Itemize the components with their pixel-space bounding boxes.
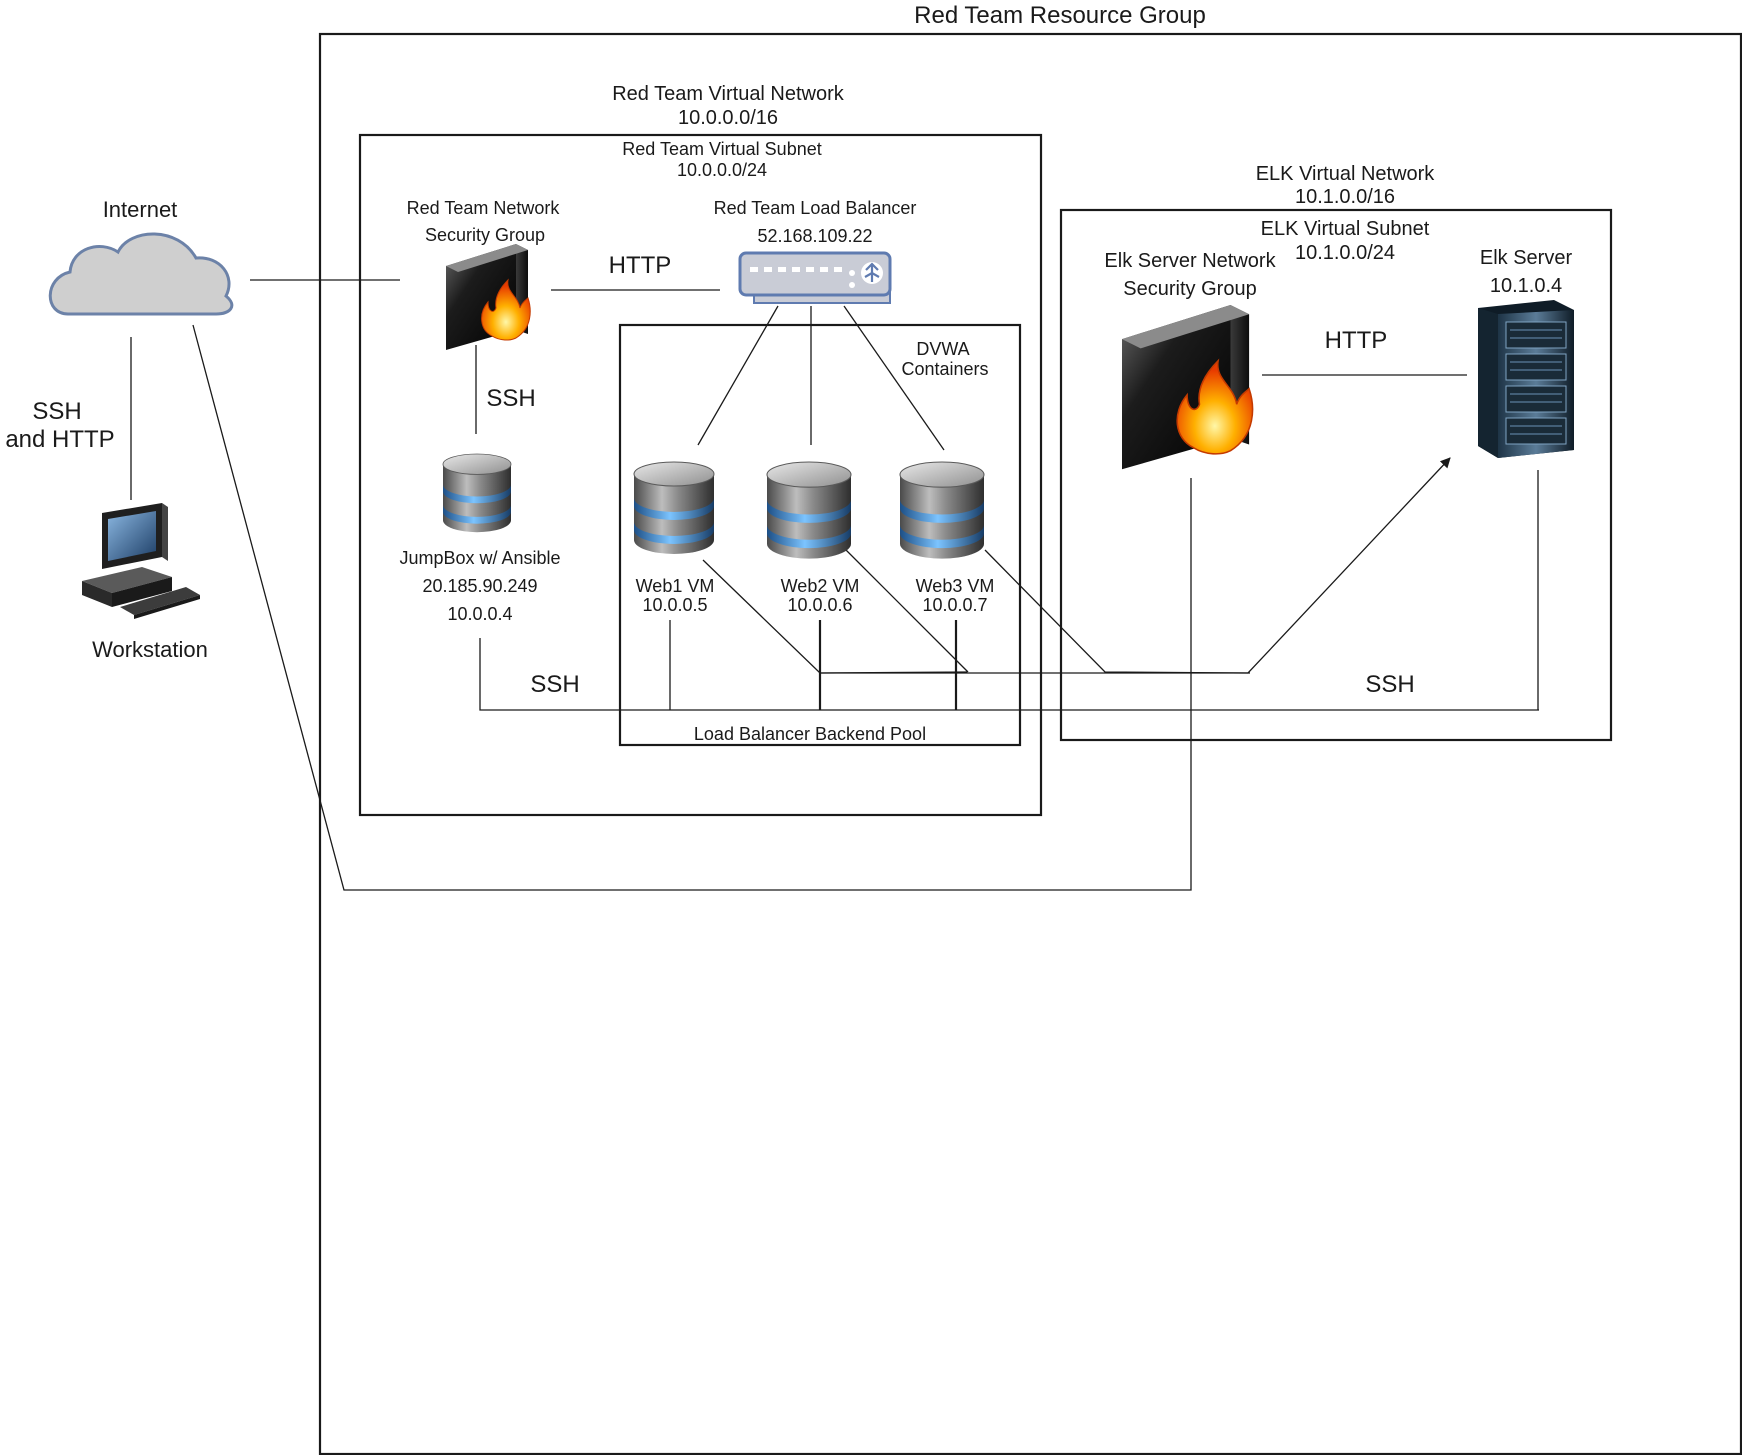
jumpbox-public-ip: 20.185.90.249 (422, 576, 537, 596)
red-nsg-label-1: Red Team Network (407, 198, 561, 218)
elk-nsg-label-1: Elk Server Network (1104, 250, 1276, 272)
web3-vm-name: Web3 VM (916, 576, 995, 596)
lb-to-web3-line (843, 305, 945, 451)
dvwa-label-1: DVWA (916, 339, 969, 359)
jumpbox-private-ip: 10.0.0.4 (447, 604, 512, 624)
lb-ip: 52.168.109.22 (757, 226, 872, 246)
elk-subnet-name: ELK Virtual Subnet (1261, 218, 1430, 240)
backend-pool-box (618, 323, 1022, 747)
database-server-icon (442, 453, 512, 533)
firewall-icon (445, 243, 531, 351)
elk-server-name: Elk Server (1480, 247, 1573, 269)
workstation-link-label-1: SSH (32, 398, 81, 425)
jumpbox-name: JumpBox w/ Ansible (399, 548, 560, 568)
resource-group-title: Red Team Resource Group (914, 2, 1206, 29)
internet-to-elk-nsg-line (192, 324, 1192, 891)
ssh-label-elk: SSH (1365, 671, 1414, 698)
firewall-icon (1121, 304, 1254, 471)
database-server-icon (633, 461, 715, 555)
web1-vm-ip: 10.0.0.5 (642, 595, 707, 615)
cloud-icon (48, 232, 234, 316)
lb-to-web1-line (697, 305, 779, 446)
web1-vm: Web1 VM 10.0.0.5 (633, 461, 715, 615)
backend-pool-label: Load Balancer Backend Pool (694, 724, 926, 744)
workstation-label: Workstation (92, 637, 208, 662)
web2-vm-name: Web2 VM (781, 576, 860, 596)
ssh-label-jumpbox-vms: SSH (530, 671, 579, 698)
workstation-link-label-2: and HTTP (5, 426, 114, 453)
red-vnet-cidr: 10.0.0.0/16 (678, 107, 778, 129)
red-nsg-label-2: Security Group (425, 225, 545, 245)
red-team-vnet-box (358, 133, 1043, 817)
internet-label: Internet (103, 197, 178, 222)
web-logs-arrow-to-elk (820, 457, 1451, 674)
lb-name: Red Team Load Balancer (714, 198, 917, 218)
http-label-elk: HTTP (1325, 327, 1388, 354)
red-subnet-cidr: 10.0.0.0/24 (677, 160, 767, 180)
load-balancer-icon (738, 251, 892, 304)
elk-subnet-cidr: 10.1.0.0/24 (1295, 242, 1395, 264)
ssh-label-nsg-jumpbox: SSH (486, 385, 535, 412)
dvwa-label-2: Containers (901, 359, 988, 379)
elk-server-ip: 10.1.0.4 (1490, 275, 1562, 297)
resource-group-box (318, 32, 1742, 1455)
workstation-icon (82, 503, 200, 619)
database-server-icon (766, 461, 852, 560)
web2-to-elk-line (839, 543, 969, 673)
elk-vnet-name: ELK Virtual Network (1256, 163, 1436, 185)
red-subnet-name: Red Team Virtual Subnet (622, 139, 821, 159)
red-vnet-name: Red Team Virtual Network (612, 83, 845, 105)
web1-vm-name: Web1 VM (636, 576, 715, 596)
web3-vm: Web3 VM 10.0.0.7 (899, 461, 995, 615)
web2-vm-ip: 10.0.0.6 (787, 595, 852, 615)
elk-vnet-box (1059, 208, 1613, 742)
database-server-icon (899, 461, 985, 560)
http-label-nsg-lb: HTTP (609, 252, 672, 279)
web2-vm: Web2 VM 10.0.0.6 (766, 461, 860, 615)
elk-vnet-cidr: 10.1.0.0/16 (1295, 186, 1395, 208)
jumpbox-ssh-bus-line (479, 638, 1539, 711)
server-rack-icon (1478, 300, 1574, 458)
elk-nsg-label-2: Security Group (1123, 278, 1256, 300)
web3-vm-ip: 10.0.0.7 (922, 595, 987, 615)
web3-to-elk-line (984, 549, 1251, 674)
